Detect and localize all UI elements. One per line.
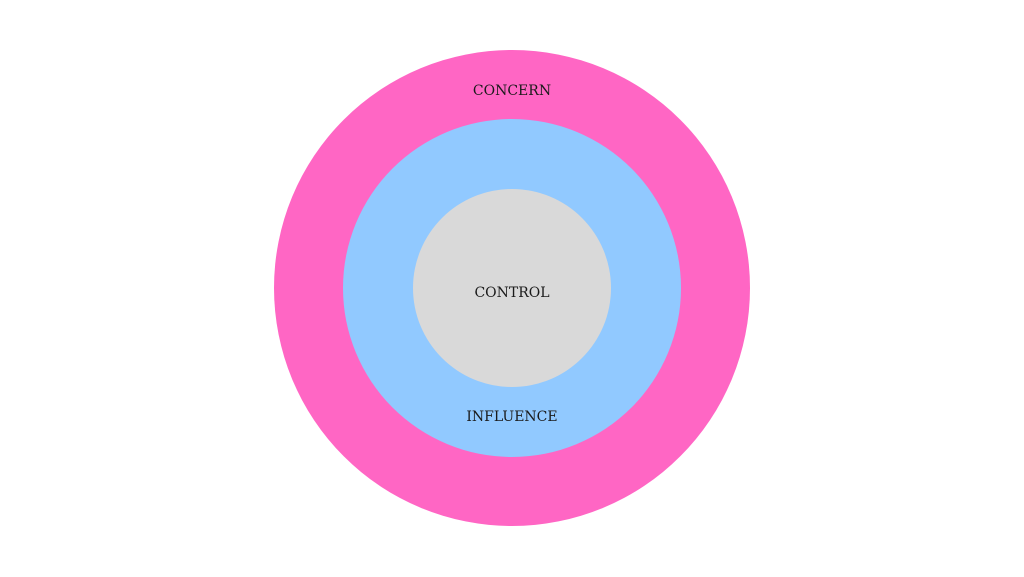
influence-label: INFLUENCE (466, 409, 557, 425)
control-label: CONTROL (474, 285, 549, 301)
concern-label: CONCERN (473, 83, 551, 99)
control-circle (413, 189, 611, 387)
